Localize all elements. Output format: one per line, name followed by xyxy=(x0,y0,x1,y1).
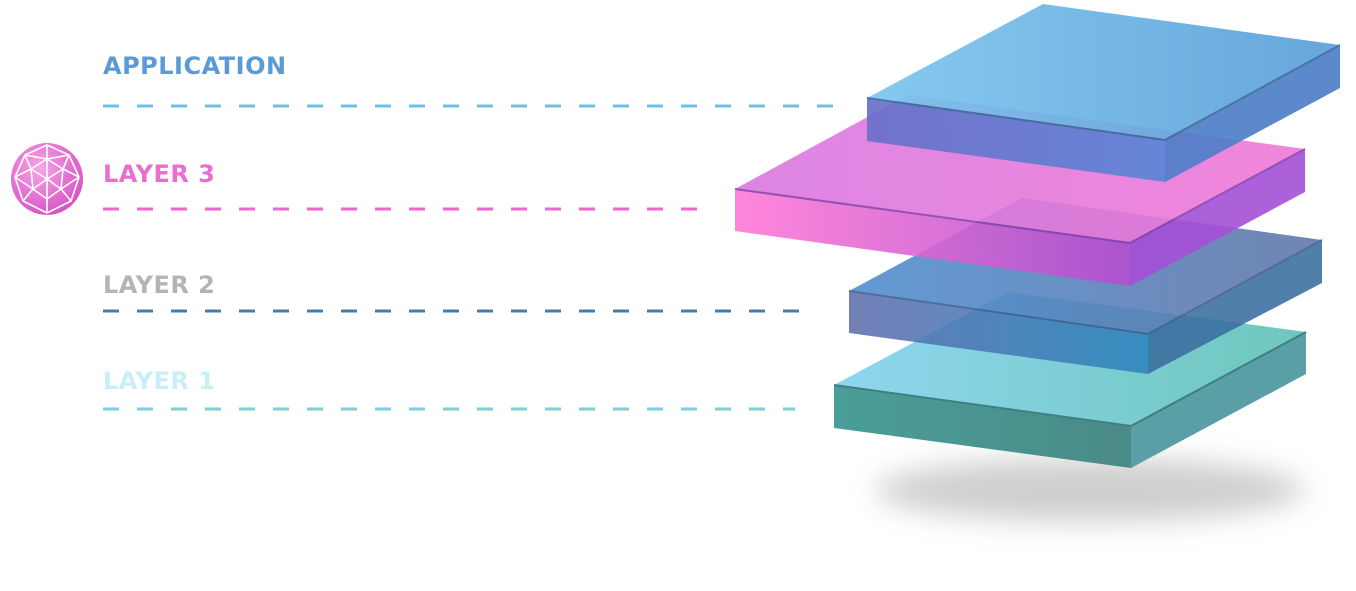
label-layer-3: LAYER 3 xyxy=(103,160,216,188)
label-application: APPLICATION xyxy=(103,52,287,80)
label-layer-2: LAYER 2 xyxy=(103,271,216,299)
geodesic-sphere-icon xyxy=(11,143,83,215)
label-layer-1: LAYER 1 xyxy=(103,367,216,395)
slab-application xyxy=(866,4,1341,182)
stack-shadow xyxy=(875,458,1305,522)
